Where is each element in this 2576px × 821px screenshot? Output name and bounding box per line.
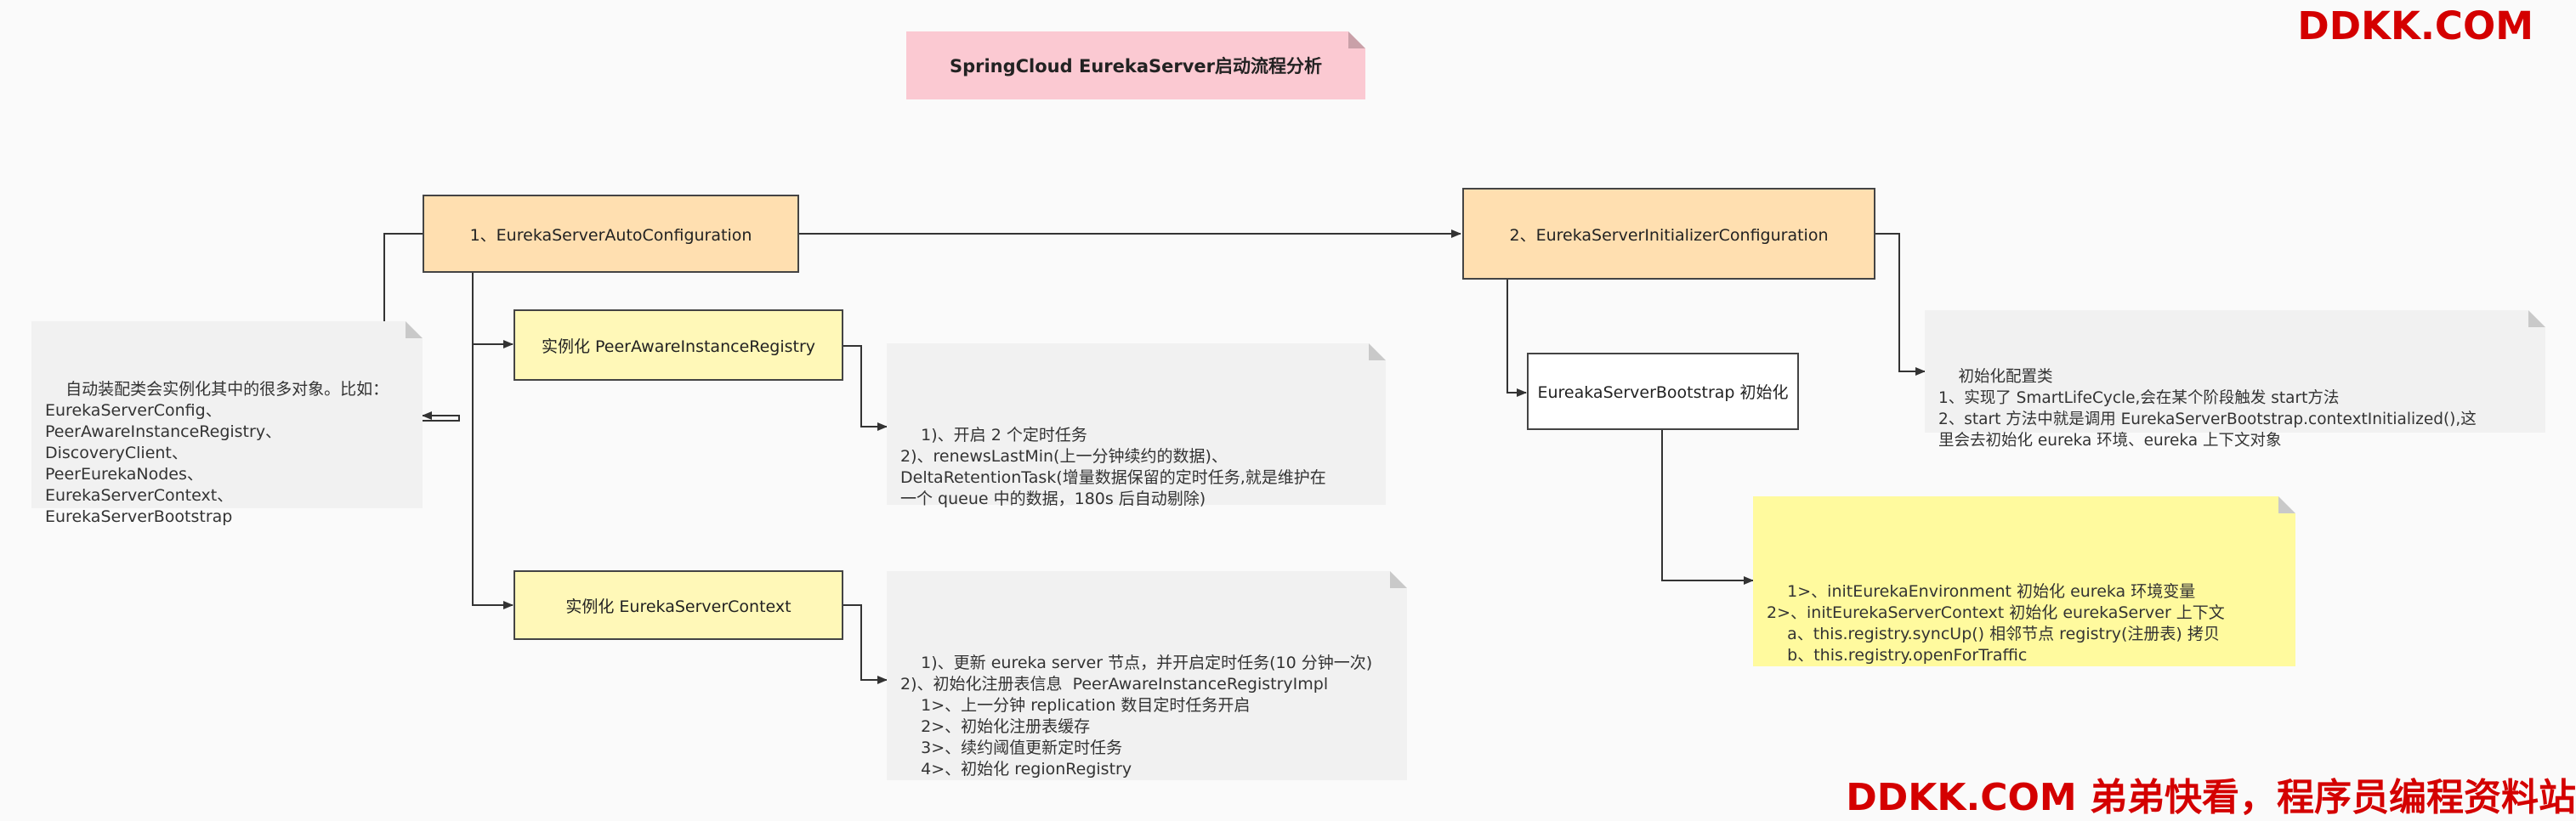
- note-server-context-text: 1)、更新 eureka server 节点，并开启定时任务(10 分钟一次) …: [900, 654, 1373, 779]
- note-bootstrap: 1>、initEurekaEnvironment 初始化 eureka 环境变量…: [1753, 496, 2295, 666]
- edge-auto-to-peer: [472, 273, 513, 348]
- note-bootstrap-text: 1>、initEurekaEnvironment 初始化 eureka 环境变量…: [1767, 582, 2225, 665]
- edge-initializer-to-bootstrap: [1506, 280, 1527, 397]
- note-fold-corner: [406, 321, 423, 338]
- title-fold-corner: [1348, 31, 1365, 48]
- node-bootstrap: EureakaServerBootstrap 初始化: [1527, 353, 1799, 430]
- watermark-top: DDKK.COM: [2297, 3, 2533, 48]
- node-initializer-configuration-label: 2、EurekaServerInitializerConfiguration: [1509, 225, 1829, 245]
- node-peer-registry: 实例化 PeerAwareInstanceRegistry: [513, 309, 843, 381]
- note-fold-corner: [2278, 496, 2295, 513]
- diagram-title: SpringCloud EurekaServer启动流程分析: [906, 31, 1365, 99]
- node-server-context-label: 实例化 EurekaServerContext: [565, 597, 792, 616]
- node-initializer-configuration: 2、EurekaServerInitializerConfiguration: [1462, 188, 1875, 280]
- note-fold-corner: [2528, 310, 2545, 327]
- node-peer-registry-label: 实例化 PeerAwareInstanceRegistry: [541, 337, 816, 356]
- edge-initializer-to-note: [1875, 233, 1926, 376]
- diagram-title-text: SpringCloud EurekaServer启动流程分析: [949, 56, 1323, 76]
- node-auto-configuration: 1、EurekaServerAutoConfiguration: [423, 195, 799, 273]
- note-auto-configuration: 自动装配类会实例化其中的很多对象。比如： EurekaServerConfig、…: [31, 321, 423, 526]
- note-peer-registry: 1)、开启 2 个定时任务 2)、renewsLastMin(上一分钟续约的数据…: [887, 343, 1386, 508]
- note-initializer: 初始化配置类 1、实现了 SmartLifeCycle,会在某个阶段触发 sta…: [1925, 310, 2545, 450]
- note-auto-configuration-text: 自动装配类会实例化其中的很多对象。比如： EurekaServerConfig、…: [45, 380, 389, 526]
- edge-bootstrap-to-note: [1661, 430, 1754, 585]
- edge-auto-to-context: [472, 344, 513, 609]
- node-server-context: 实例化 EurekaServerContext: [513, 570, 843, 640]
- edge-context-to-note: [843, 604, 888, 684]
- node-bootstrap-label: EureakaServerBootstrap 初始化: [1537, 383, 1789, 402]
- edge-peer-to-note: [843, 345, 888, 431]
- note-fold-corner: [1390, 571, 1407, 588]
- node-auto-configuration-label: 1、EurekaServerAutoConfiguration: [469, 225, 752, 245]
- note-fold-corner: [1369, 343, 1386, 360]
- note-initializer-text: 初始化配置类 1、实现了 SmartLifeCycle,会在某个阶段触发 sta…: [1938, 368, 2477, 450]
- note-server-context: 1)、更新 eureka server 节点，并开启定时任务(10 分钟一次) …: [887, 571, 1407, 780]
- note-peer-registry-text: 1)、开启 2 个定时任务 2)、renewsLastMin(上一分钟续约的数据…: [900, 426, 1326, 508]
- watermark-bottom: DDKK.COM 弟弟快看，程序员编程资料站: [1846, 776, 2576, 819]
